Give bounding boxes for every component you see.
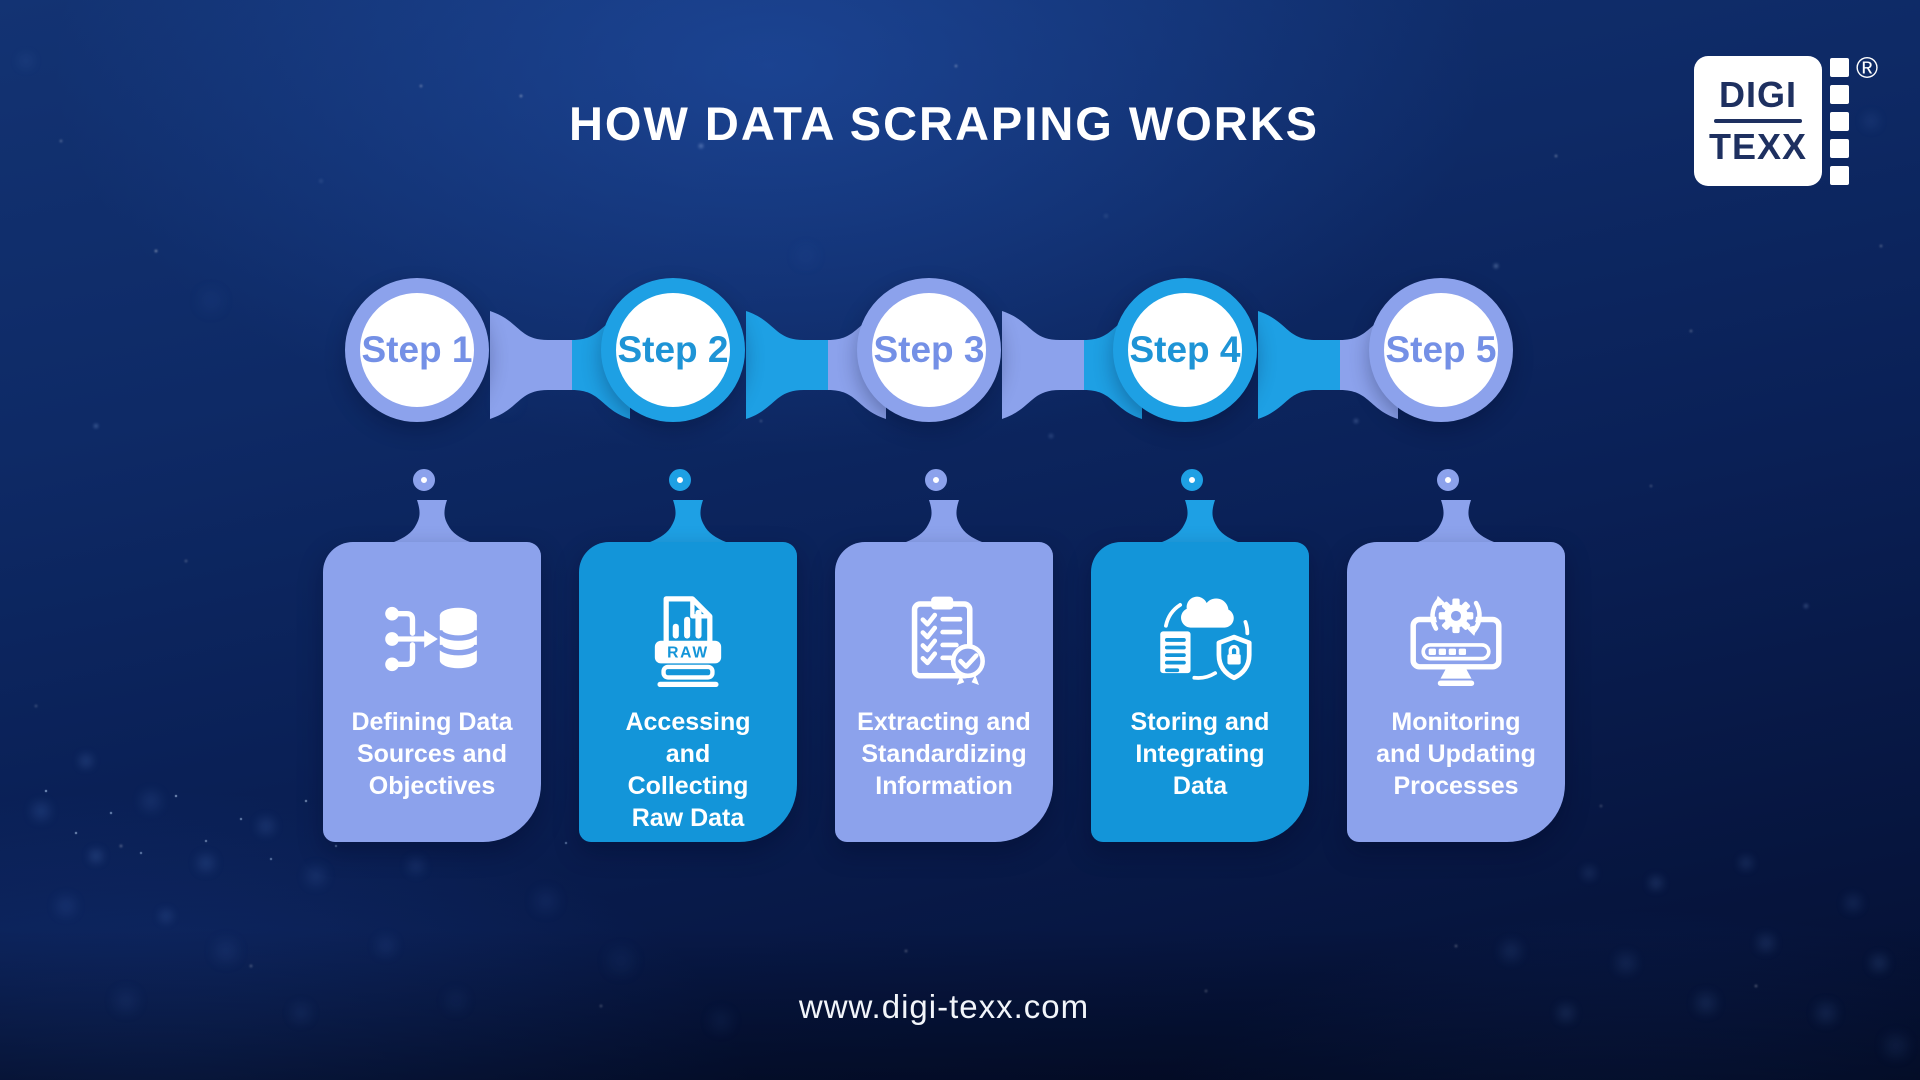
step-4-stem	[1162, 500, 1238, 542]
step-3: Step 3 Extracting and Standardizing Info…	[835, 278, 1053, 848]
bokeh-particles	[0, 0, 2, 2]
website-url: www.digi-texx.com	[798, 988, 1090, 1025]
star-particles	[0, 0, 2, 2]
step-4-label: Step 4	[1129, 329, 1241, 370]
step-1-description: Defining Data Sources and Objectives	[351, 708, 513, 800]
step-3-card: Extracting and Standardizing Information	[835, 542, 1053, 842]
raw-banner-text: RAW	[667, 644, 709, 661]
step-3-label: Step 3	[873, 329, 985, 370]
step-5-card: Monitoring and Updating Processes	[1347, 542, 1565, 842]
monitor-update-icon	[1410, 595, 1502, 686]
step-3-node	[925, 469, 947, 491]
step-4-description: Storing and Integrating Data	[1130, 708, 1270, 800]
step-4: Step 4 Storing a	[1091, 278, 1309, 848]
logo-box: DIGI TEXX	[1694, 56, 1822, 186]
cloud-security-icon	[1160, 596, 1252, 681]
step-2-description: Accessing and Collecting Raw Data	[625, 708, 751, 832]
step-1: Step 1 Defining Data Sources and Objecti…	[323, 278, 541, 848]
step-5-node	[1437, 469, 1459, 491]
step-4-card: Storing and Integrating Data	[1091, 542, 1309, 842]
step-5-circle: Step 5	[1369, 278, 1513, 422]
step-2-node	[669, 469, 691, 491]
step-3-description: Extracting and Standardizing Information	[857, 708, 1031, 800]
step-2-stem	[650, 500, 726, 542]
registered-trademark-symbol: ®	[1856, 52, 1879, 85]
step-1-card: Defining Data Sources and Objectives	[323, 542, 541, 842]
step-5: Step 5	[1347, 278, 1565, 848]
step-2-card: RAW Accessing and Collecting Raw Data	[579, 542, 797, 842]
step-3-circle: Step 3	[857, 278, 1001, 422]
step-1-stem	[394, 500, 470, 542]
data-sources-icon	[385, 606, 480, 672]
step-2: Step 2 RAW Accessing and Collecting Raw …	[579, 278, 797, 848]
step-2-circle: Step 2	[601, 278, 745, 422]
step-1-label: Step 1	[361, 329, 473, 370]
step-2-label: Step 2	[617, 329, 729, 370]
step-5-label: Step 5	[1385, 329, 1497, 370]
filmstrip-icon	[1830, 58, 1849, 185]
step-3-stem	[906, 500, 982, 542]
logo-word-digi: DIGI	[1718, 74, 1797, 115]
checklist-icon	[911, 596, 985, 685]
step-1-circle: Step 1	[345, 278, 489, 422]
page-title: HOW DATA SCRAPING WORKS	[568, 97, 1320, 150]
step-1-node	[413, 469, 435, 491]
logo-word-texx: TEXX	[1708, 126, 1808, 167]
step-4-node	[1181, 469, 1203, 491]
step-4-circle: Step 4	[1113, 278, 1257, 422]
digitexx-logo: DIGI TEXX ®	[1694, 52, 1894, 190]
step-5-stem	[1418, 500, 1494, 542]
step-5-description: Monitoring and Updating Processes	[1376, 708, 1536, 800]
raw-file-icon: RAW	[654, 596, 722, 687]
logo-divider	[1714, 119, 1802, 123]
